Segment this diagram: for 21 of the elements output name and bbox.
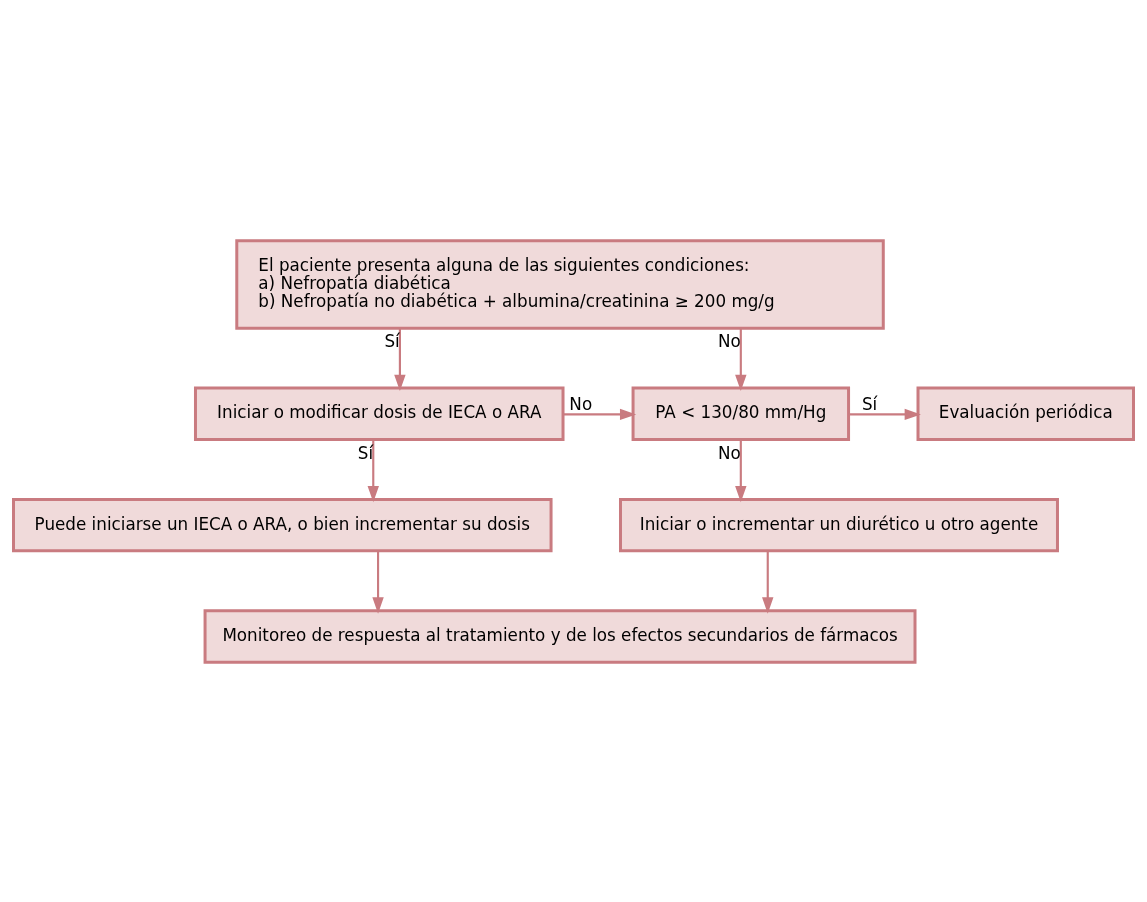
arrow (563, 408, 637, 420)
edge-label: Sí (384, 330, 400, 351)
node-box: Iniciar o modificar dosis de IECA o ARA (194, 386, 565, 441)
arrow (735, 439, 747, 502)
edge-label: No (718, 330, 741, 351)
node-box: Puede iniciarse un IECA o ARA, o bien incrementar su dosis (12, 497, 553, 552)
arrow (372, 550, 384, 614)
edge-label: Sí (861, 393, 878, 414)
node-box: Iniciar o incrementar un diurético u otro agente (619, 497, 1059, 552)
node-box: Monitoreo de respuesta al tratamiento y de los efectos secundarios de fármacos (203, 608, 917, 664)
arrow (762, 550, 774, 614)
edge-label: No (569, 393, 593, 414)
arrow (367, 439, 379, 502)
edge-label: No (718, 442, 741, 463)
node-box: Evaluación periódica (916, 386, 1135, 441)
arrow (394, 327, 406, 391)
node-box: PA < 130/80 mm/Hg (631, 386, 851, 441)
arrow (848, 408, 921, 420)
node-box: El paciente presenta alguna de las siguientes condiciones: a) Nefropatía diabética b) Nefropatía no diabética + albumina/creatinina ≥ 200 mg/g (235, 238, 885, 330)
arrow (735, 327, 747, 391)
edge-label: Sí (357, 442, 374, 463)
